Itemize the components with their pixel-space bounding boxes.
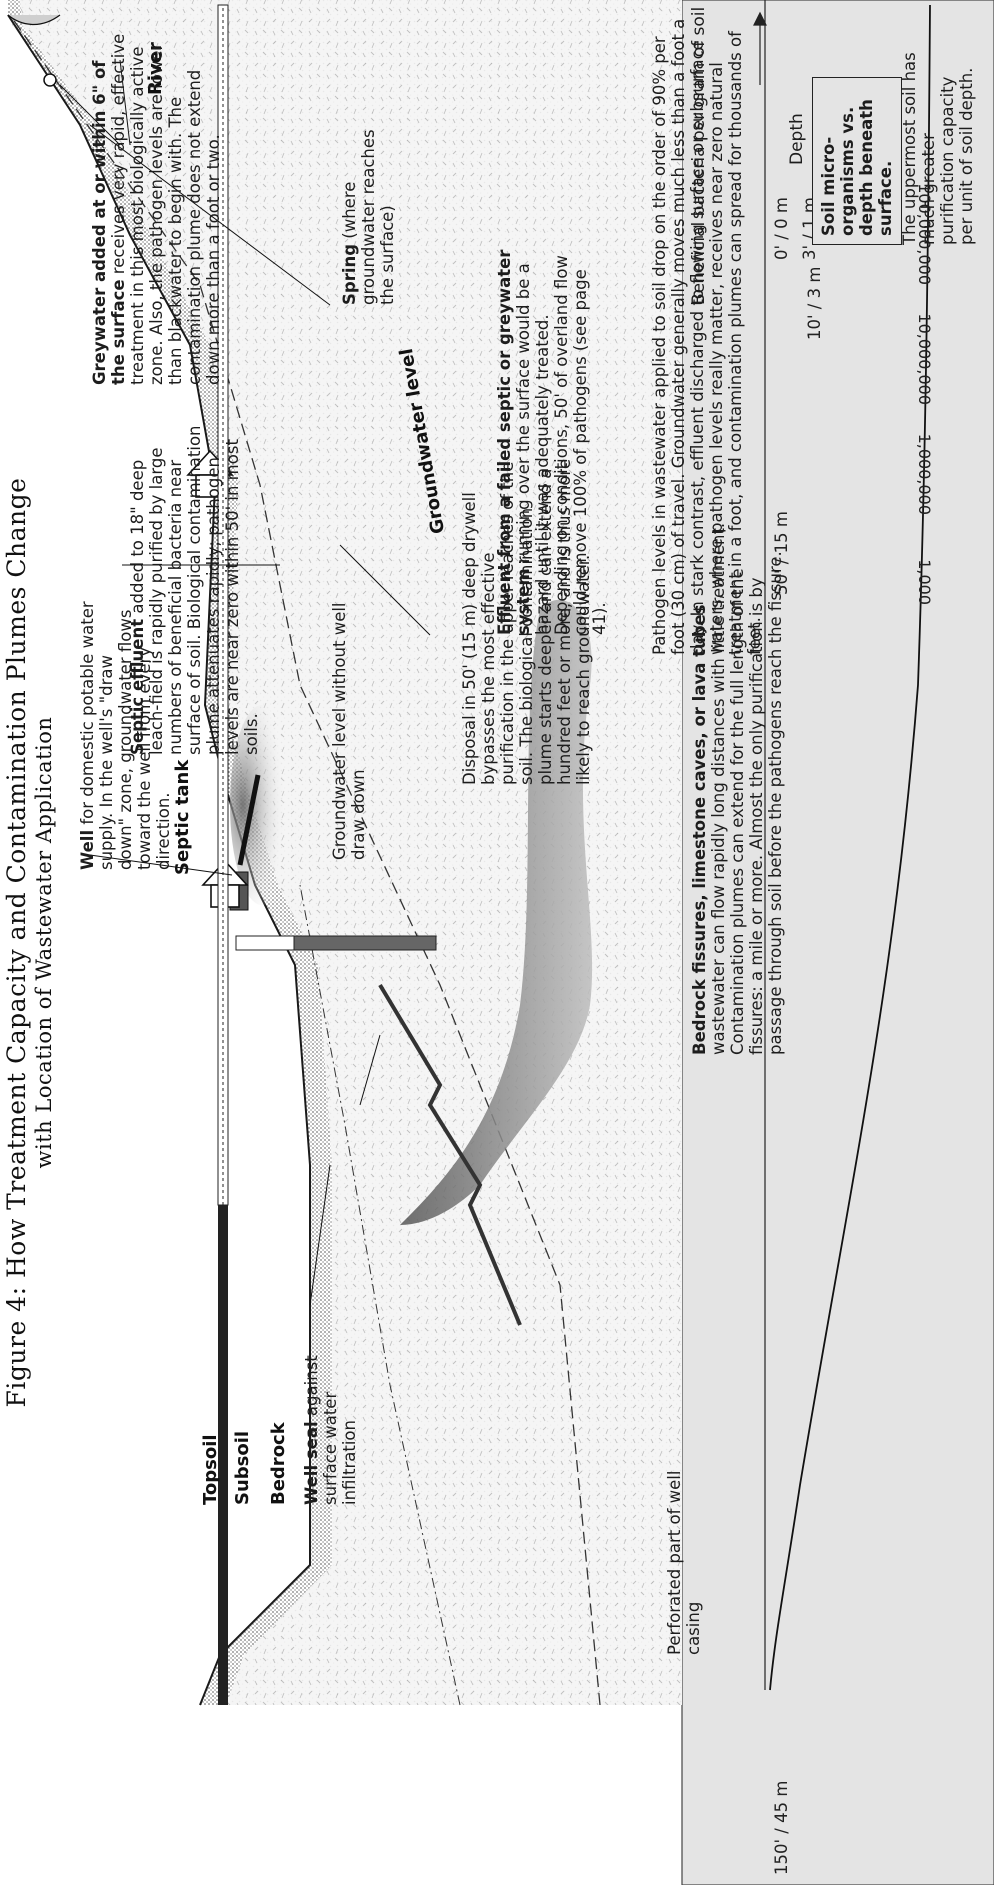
bedrock-label: Bedrock [268, 1422, 289, 1505]
spring-note: Spring (where groundwater reaches the su… [340, 105, 397, 305]
bacteria-tick-10m: 10,000,000 [915, 313, 934, 405]
septic-effluent-note: Septic effluent added to 18" deep leach-… [128, 415, 261, 755]
chart-box-title: Soil micro-organisms vs. depth beneath s… [812, 77, 902, 245]
bacteria-axis-label: Beneficial bacteria per gram of soil [690, 5, 709, 305]
depth-tick-50: 50' / 15 m [772, 511, 791, 595]
bacteria-tick-1k: 1,000 [915, 559, 934, 605]
bacteria-tick-1m: 1,000,000 [915, 434, 934, 515]
greywater-note: Greywater added at or within 6" of the s… [90, 25, 223, 385]
topsoil-label: Topsoil [200, 1434, 221, 1505]
well-seal-note: Well seal against surface water infiltra… [302, 1345, 359, 1505]
chart-caption: The uppermost soil has much greater puri… [900, 45, 976, 245]
effluent-note: Effluent from a failed septic or greywat… [495, 235, 609, 635]
depth-tick-10: 10' / 3 m [805, 267, 824, 340]
spring-marker [44, 74, 56, 86]
perforated-note: Perforated part of well casing [665, 1435, 703, 1655]
septic-tank-label: Septic tank [172, 760, 193, 875]
depth-tick-0: 0' / 0 m [772, 197, 791, 260]
depth-label: Depth [788, 113, 807, 165]
subsoil-label: Subsoil [232, 1431, 253, 1505]
groundwater-no-drawdown-note: Groundwater level without well draw down [330, 600, 368, 860]
depth-tick-150: 150' / 45 m [772, 1781, 791, 1875]
